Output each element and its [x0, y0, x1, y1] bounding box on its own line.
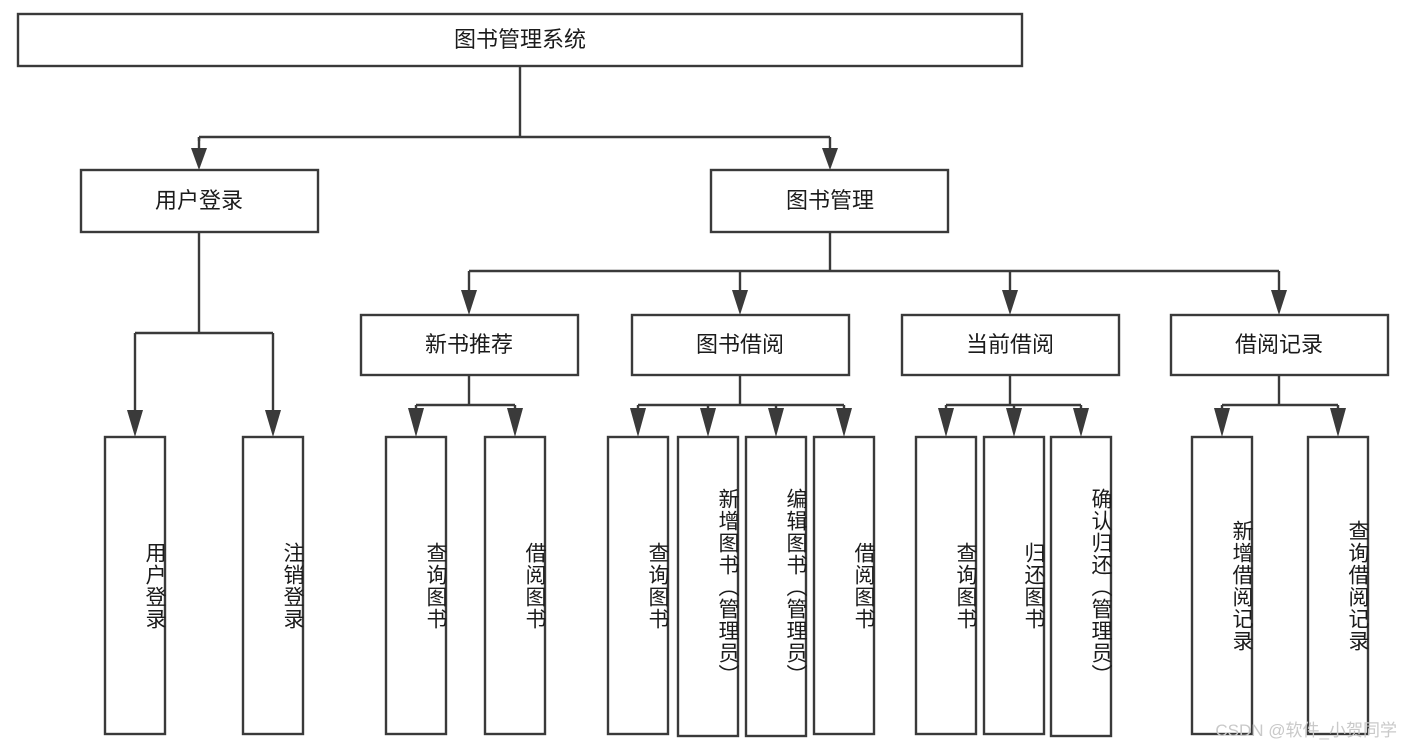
- leaf-query-book-cur-box[interactable]: [914, 435, 978, 736]
- node-new-book-recommend-label: 新书推荐: [425, 332, 513, 357]
- leaf-return-book-box[interactable]: [982, 435, 1046, 736]
- arrow-to-leaf-return-book: [1006, 408, 1022, 437]
- leaf-query-book-borrow-box[interactable]: [606, 435, 670, 736]
- leaf-borrow-book-rec-box[interactable]: [483, 435, 547, 736]
- connector-group: [127, 66, 1346, 437]
- leaf-user-logout-box[interactable]: [241, 435, 305, 736]
- arrow-to-leaf-query-book-borrow: [630, 408, 646, 437]
- node-current-borrow-label: 当前借阅: [966, 332, 1054, 357]
- node-book-manage-box[interactable]: [709, 168, 950, 234]
- node-root[interactable]: 图书管理系统: [16, 12, 1024, 68]
- arrow-to-book-manage: [822, 148, 838, 170]
- leaf-add-book-box[interactable]: [676, 435, 740, 738]
- arrow-to-leaf-query-record: [1330, 408, 1346, 437]
- node-new-book-recommend-box[interactable]: [359, 313, 580, 377]
- node-borrow-record-box[interactable]: [1169, 313, 1390, 377]
- node-book-borrow[interactable]: 图书借阅: [630, 313, 851, 377]
- node-root-box[interactable]: [16, 12, 1024, 68]
- arrow-to-new-book-recommend: [461, 290, 477, 315]
- arrow-to-leaf-edit-book: [768, 408, 784, 437]
- leaf-edit-book-box[interactable]: [744, 435, 808, 738]
- node-borrow-record[interactable]: 借阅记录: [1169, 313, 1390, 377]
- node-user-login-label: 用户登录: [155, 188, 243, 213]
- node-book-borrow-box[interactable]: [630, 313, 851, 377]
- arrow-to-current-borrow: [1002, 290, 1018, 315]
- node-book-manage[interactable]: 图书管理: [709, 168, 950, 234]
- arrow-to-leaf-add-book: [700, 408, 716, 437]
- leaf-add-record-box[interactable]: [1190, 435, 1254, 736]
- node-borrow-record-label: 借阅记录: [1235, 332, 1323, 357]
- leaf-box-group: [103, 435, 1370, 738]
- node-book-borrow-label: 图书借阅: [696, 332, 784, 357]
- node-user-login[interactable]: 用户登录: [79, 168, 320, 234]
- arrow-to-leaf-query-book-cur: [938, 408, 954, 437]
- arrow-to-leaf-borrow-book-rec: [507, 408, 523, 437]
- node-current-borrow-box[interactable]: [900, 313, 1121, 377]
- arrow-to-leaf-add-record: [1214, 408, 1230, 437]
- arrow-to-borrow-record: [1271, 290, 1287, 315]
- node-current-borrow[interactable]: 当前借阅: [900, 313, 1121, 377]
- arrow-to-user-login: [191, 148, 207, 170]
- arrow-to-leaf-user-logout: [265, 410, 281, 437]
- leaf-query-record-box[interactable]: [1306, 435, 1370, 736]
- node-book-manage-label: 图书管理: [786, 188, 874, 213]
- arrow-to-leaf-confirm-return: [1073, 408, 1089, 437]
- node-user-login-box[interactable]: [79, 168, 320, 234]
- arrow-to-leaf-user-login: [127, 410, 143, 437]
- arrow-to-leaf-query-book-rec: [408, 408, 424, 437]
- leaf-borrow-book-box[interactable]: [812, 435, 876, 736]
- leaf-user-login-box[interactable]: [103, 435, 167, 736]
- node-root-label: 图书管理系统: [454, 27, 586, 52]
- arrow-to-book-borrow: [732, 290, 748, 315]
- leaf-confirm-return-box[interactable]: [1049, 435, 1113, 738]
- leaf-query-book-rec-box[interactable]: [384, 435, 448, 736]
- node-new-book-recommend[interactable]: 新书推荐: [359, 313, 580, 377]
- csdn-watermark: CSDN @软件_小贺同学: [1215, 721, 1397, 740]
- arrow-to-leaf-borrow-book: [836, 408, 852, 437]
